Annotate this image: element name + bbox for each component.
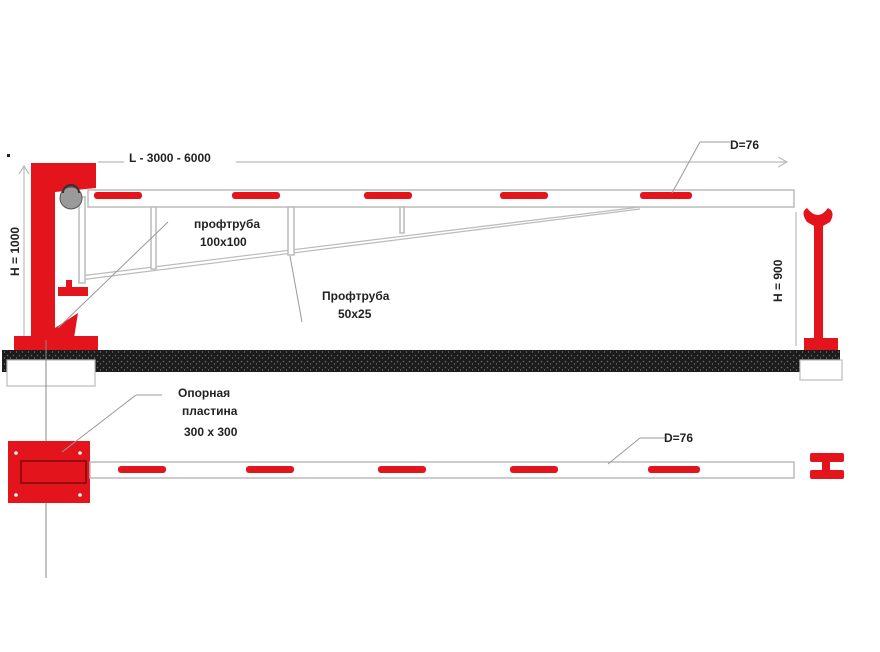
diameter-callout-bottom bbox=[607, 437, 641, 465]
height-right-label: H = 900 bbox=[771, 259, 785, 302]
length-label: L - 3000 - 6000 bbox=[129, 151, 211, 165]
counterweight-bracket bbox=[58, 287, 88, 296]
base-plate bbox=[8, 441, 90, 503]
plate-size-label: 300 х 300 bbox=[184, 425, 238, 439]
profile-pipe-1-size: 100x100 bbox=[200, 235, 247, 249]
profile-pipe-2-name: Профтруба bbox=[322, 289, 390, 303]
side-view: L - 3000 - 6000 H = 1000 H = 900 bbox=[2, 138, 843, 387]
left-post-base bbox=[14, 336, 98, 350]
callout-line-1 bbox=[57, 221, 169, 329]
right-support-post bbox=[803, 208, 838, 350]
height-left-label: H = 1000 bbox=[8, 227, 22, 276]
boom-stripes-top bbox=[118, 466, 700, 473]
top-view: Опорная пластина 300 х 300 D=76 bbox=[8, 386, 844, 503]
profile-pipe-1-name: профтруба bbox=[194, 217, 260, 231]
left-post bbox=[14, 163, 98, 350]
foundation-left bbox=[6, 359, 96, 387]
left-post-body bbox=[31, 163, 96, 338]
plate-label-line2: пластина bbox=[182, 404, 238, 418]
callout-line-2 bbox=[289, 255, 303, 323]
plate-callout-line bbox=[61, 394, 137, 453]
boom-stripes-side bbox=[94, 192, 692, 199]
marker-dot bbox=[7, 154, 10, 157]
diameter-callout-top bbox=[671, 141, 701, 194]
height-dimension-right: H = 900 bbox=[771, 212, 797, 346]
hinge-icon bbox=[59, 184, 83, 210]
diameter-top-label: D=76 bbox=[730, 138, 759, 152]
diameter-bottom-label: D=76 bbox=[664, 431, 693, 445]
foundation-right bbox=[799, 359, 843, 381]
plate-label-line1: Опорная bbox=[178, 386, 230, 400]
ground-strip bbox=[2, 350, 840, 372]
length-dimension: L - 3000 - 6000 bbox=[98, 148, 789, 168]
height-dimension-left: H = 1000 bbox=[8, 164, 30, 348]
truss-frame bbox=[78, 196, 641, 284]
end-support-top bbox=[810, 453, 844, 479]
profile-pipe-2-size: 50x25 bbox=[338, 307, 372, 321]
